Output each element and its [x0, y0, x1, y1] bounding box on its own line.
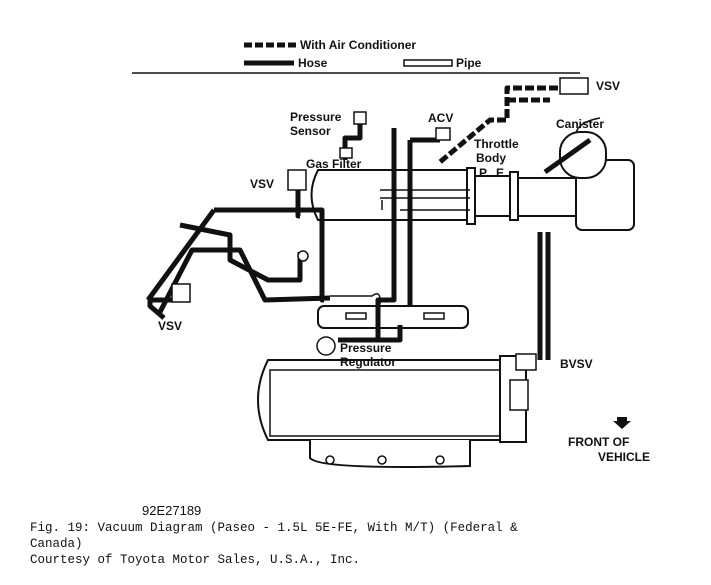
- front-of-vehicle: FRONT OF VEHICLE: [568, 417, 650, 464]
- hose-end-fitting: [297, 250, 309, 262]
- front-label-2: VEHICLE: [598, 450, 650, 464]
- throttle-body-label-2: Body: [476, 151, 506, 165]
- pressure-regulator-label-2: Regulator: [340, 355, 396, 369]
- acv-label: ACV: [428, 111, 453, 125]
- component-labels: VSV Canister ACV Pressure Sensor Gas Fil…: [158, 79, 620, 371]
- bvsv-valve: [515, 353, 537, 371]
- vsv-top: [559, 77, 589, 95]
- vacuum-diagram: With Air Conditioner Hose Pipe: [132, 38, 650, 468]
- legend-pipe-label: Pipe: [456, 56, 482, 70]
- caption-line-3: Courtesy of Toyota Motor Sales, U.S.A., …: [30, 553, 361, 567]
- fuel-rail: [317, 305, 469, 329]
- pressure-sensor-label-2: Sensor: [290, 124, 331, 138]
- vsv-top-label: VSV: [596, 79, 620, 93]
- vsv-left-label: VSV: [250, 177, 274, 191]
- canister-label: Canister: [556, 117, 604, 131]
- pipes: [330, 189, 470, 304]
- caption-line-1: Fig. 19: Vacuum Diagram (Paseo - 1.5L 5E…: [30, 521, 518, 535]
- gas-filter: [339, 147, 353, 159]
- legend-ac-label: With Air Conditioner: [300, 38, 416, 52]
- pressure-sensor-label-1: Pressure: [290, 110, 342, 124]
- vsv-lower: [171, 283, 191, 303]
- port-e-label: E: [496, 166, 504, 180]
- vsv-left: [287, 169, 307, 191]
- legend-pipe-swatch: [403, 59, 453, 67]
- figure-id: 92E27189: [142, 503, 202, 518]
- hoses: [145, 120, 592, 360]
- pressure-regulator: [316, 336, 336, 356]
- caption-line-2: Canada): [30, 537, 83, 551]
- port-p-label: P: [479, 166, 487, 180]
- legend-hose-label: Hose: [298, 56, 328, 70]
- figure-caption: Fig. 19: Vacuum Diagram (Paseo - 1.5L 5E…: [30, 520, 700, 568]
- fittings: [171, 77, 589, 371]
- throttle-body-label-1: Throttle: [474, 137, 519, 151]
- ac-hoses: [438, 85, 558, 164]
- pressure-regulator-label-1: Pressure: [340, 341, 392, 355]
- engine-block: [257, 355, 529, 468]
- vsv-lower-label: VSV: [158, 319, 182, 333]
- acv-valve: [435, 127, 451, 141]
- gas-filter-label: Gas Filter: [306, 157, 362, 171]
- legend: With Air Conditioner Hose Pipe: [132, 38, 580, 74]
- front-label-1: FRONT OF: [568, 435, 629, 449]
- canister: [559, 131, 607, 179]
- front-arrow-icon: [613, 417, 631, 429]
- pressure-sensor: [353, 111, 367, 125]
- bvsv-label: BVSV: [560, 357, 593, 371]
